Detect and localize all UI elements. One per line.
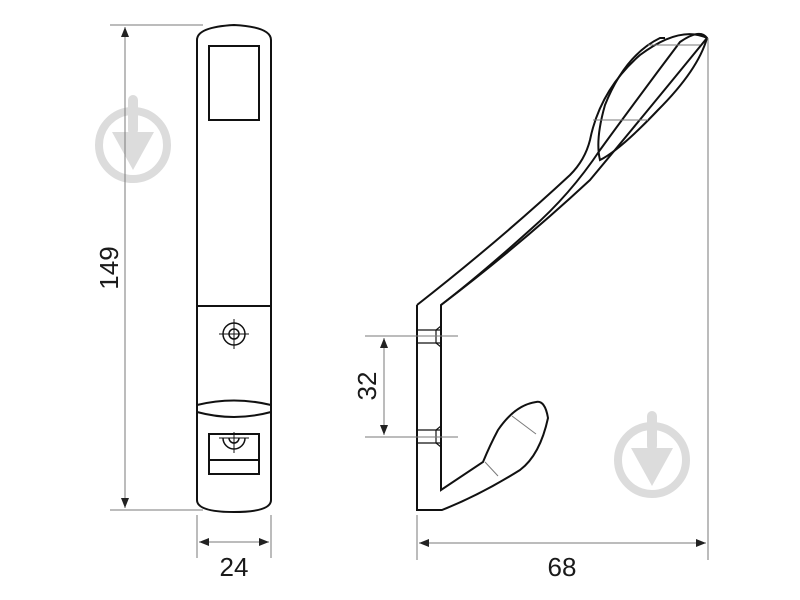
side-view [416,32,709,511]
dimension-depth: 68 [416,38,709,582]
side-view-outline [416,33,708,306]
dimension-hole-spacing: 32 [352,335,458,438]
dimension-hole-spacing-label: 32 [352,372,382,401]
section-lines [484,44,700,477]
watermark-left-trowel-icon [95,95,171,183]
watermark-right-trowel-icon [614,411,690,498]
dimension-width-label: 24 [220,552,249,582]
dimension-width: 24 [196,515,272,582]
mounting-hole-lower [219,432,249,453]
countersunk-holes [417,325,442,448]
dimension-height: 149 [94,24,203,511]
front-view [196,23,272,514]
mounting-hole-upper [219,319,249,349]
dimension-height-label: 149 [94,246,124,289]
dimension-depth-label: 68 [548,552,577,582]
